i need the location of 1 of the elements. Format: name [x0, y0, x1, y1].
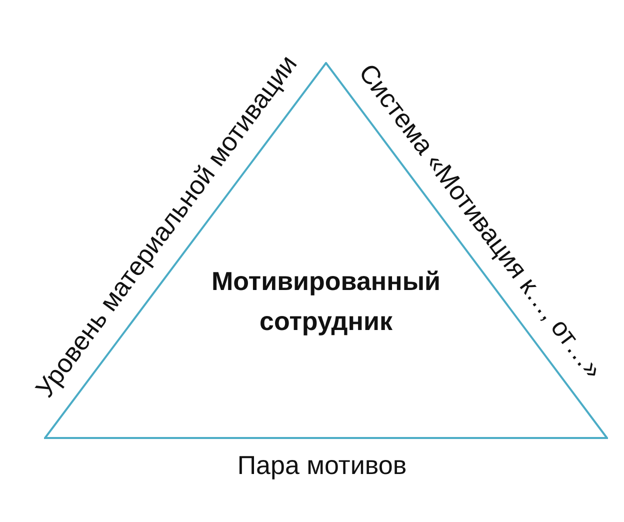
side-label: Пара мотивов: [237, 450, 407, 480]
